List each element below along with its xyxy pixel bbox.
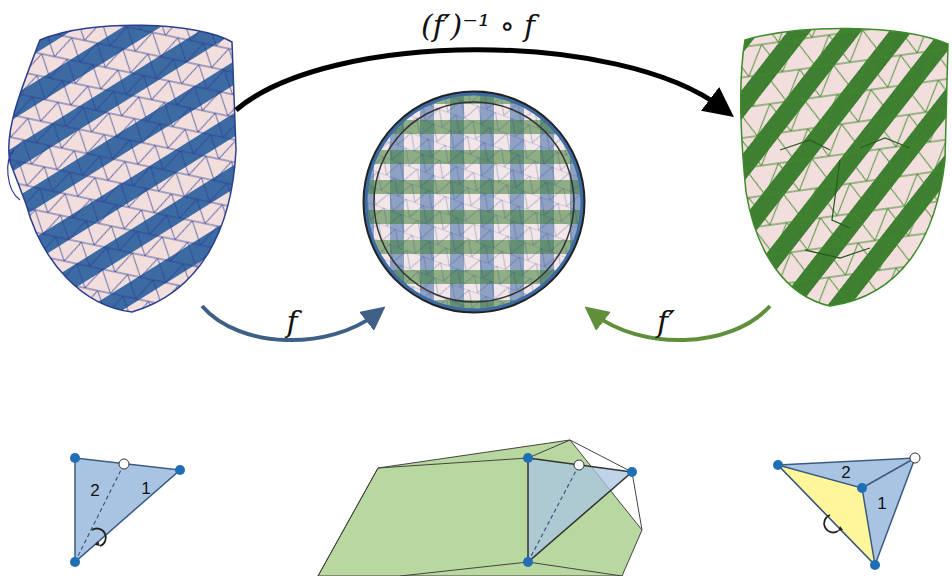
composite-arrow [236, 50, 722, 110]
map-label: f [286, 307, 297, 337]
source-face [8, 25, 236, 312]
callout-number: 2 [841, 464, 850, 481]
callout-number: 1 [877, 495, 886, 512]
callout-number: 2 [90, 482, 99, 499]
target-face [741, 28, 948, 306]
flipped-triangle [773, 453, 920, 570]
map-arrow [202, 306, 376, 340]
parameter-disk [360, 90, 590, 320]
callout-number: 1 [141, 480, 150, 497]
map-arrow [594, 306, 770, 340]
map-label: f′ [657, 307, 675, 337]
overlay-mesh [318, 440, 642, 576]
split-triangle [70, 453, 185, 567]
composite-map-label: (f′)⁻¹ ∘ f [421, 11, 535, 41]
